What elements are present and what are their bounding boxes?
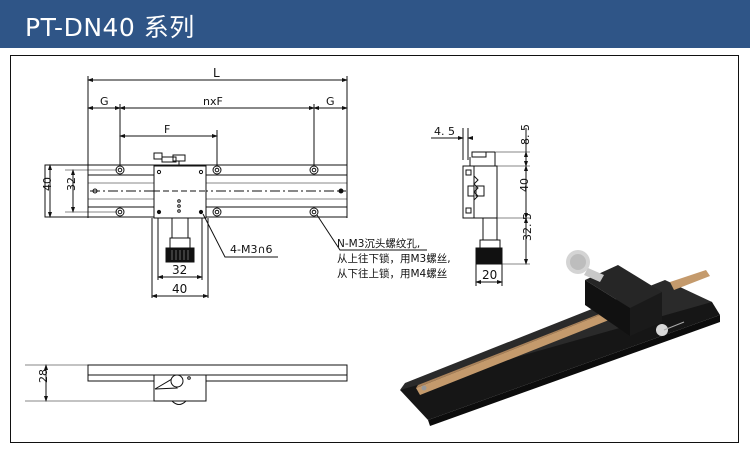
dim-height-40: 40 <box>41 177 54 191</box>
header-banner: PT-DN40 系列 <box>0 0 750 48</box>
top-view <box>44 76 427 298</box>
dim-L: L <box>213 66 220 80</box>
dim-body-40: 40 <box>518 178 531 192</box>
front-view <box>25 364 348 405</box>
dim-top-8-5: 8. 5 <box>519 124 532 145</box>
callout-base-holes-line3: 从下往上锁，用M4螺丝 <box>337 267 447 280</box>
side-view <box>431 128 530 286</box>
callout-carriage-holes: 4-M3∩6 <box>230 243 273 256</box>
dim-knob-32-5: 32. 5 <box>521 213 534 241</box>
dim-G-left: G <box>100 95 109 108</box>
dim-carriage-32: 32 <box>172 263 187 277</box>
dim-height-32: 32 <box>65 177 78 191</box>
side-view-labels: 4. 5 8. 5 40 32. 5 20 <box>434 124 534 282</box>
callout-base-holes-line1: N-M3沉头螺纹孔, <box>337 237 420 250</box>
dim-carriage-40: 40 <box>172 282 187 296</box>
dim-G-right: G <box>326 95 335 108</box>
dim-offset-4-5: 4. 5 <box>434 125 455 138</box>
dim-height-28: 28 <box>37 369 50 383</box>
dim-nxF: nxF <box>203 95 223 108</box>
page-title: PT-DN40 系列 <box>25 13 195 42</box>
top-view-labels: L G nxF G F 40 32 32 40 4-M3∩6 N-M3沉头螺纹孔… <box>41 66 451 296</box>
dim-F: F <box>164 123 170 136</box>
drawing-frame <box>10 55 739 443</box>
dim-knob-20: 20 <box>482 268 497 282</box>
callout-base-holes-line2: 从上往下锁，用M3螺丝, <box>337 252 451 265</box>
product-photo <box>400 250 720 426</box>
